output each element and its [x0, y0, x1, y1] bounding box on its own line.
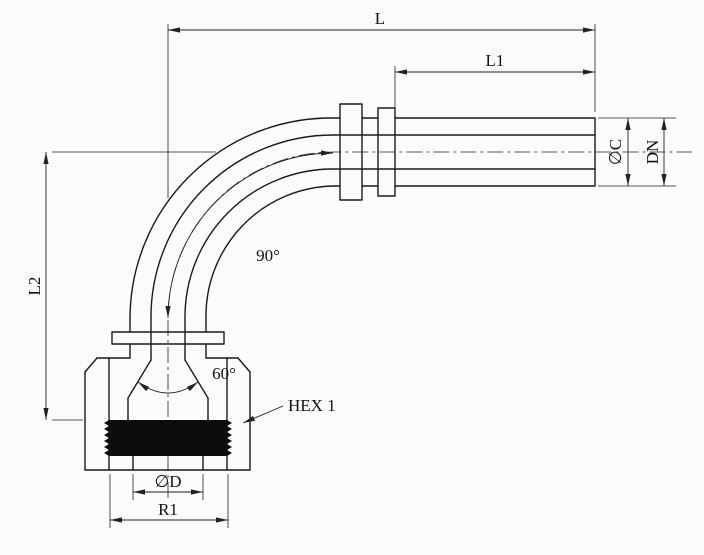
fitting-outline	[84, 103, 596, 471]
label-L2: L2	[25, 277, 44, 296]
leg-outer-lines-lower	[129, 343, 207, 359]
dimension-labels: L L1 ∅C DN L2 90° 60° HEX 1 ∅D R1	[25, 9, 662, 519]
label-L1: L1	[486, 51, 505, 70]
cone-seat-lines	[127, 359, 209, 399]
label-L: L	[375, 9, 385, 28]
collar-edges	[339, 117, 396, 187]
dim-90deg-arc	[165, 150, 334, 319]
label-R1: R1	[158, 500, 178, 519]
hex1-leader-line	[242, 405, 284, 424]
hose-tail-top-profile	[332, 103, 596, 119]
tube-bore-lines	[332, 134, 596, 170]
nut-top-chamfers	[84, 357, 251, 373]
label-hex1: HEX 1	[288, 396, 336, 415]
leg-outer-lines	[129, 317, 207, 333]
thread-section	[104, 420, 232, 456]
label-diaC: ∅C	[606, 139, 625, 165]
label-DN: DN	[643, 140, 662, 165]
label-diaD: ∅D	[154, 472, 181, 491]
hose-tail-bottom-profile	[332, 185, 596, 201]
label-90deg: 90°	[256, 246, 280, 265]
cone-to-thread-lines	[127, 397, 209, 421]
bore-below-thread	[132, 455, 204, 471]
dim-60deg-arc	[137, 381, 199, 394]
dimension-lines	[43, 27, 667, 523]
leg-bore-lines	[150, 317, 186, 361]
leg-ring-collar	[111, 331, 225, 345]
label-60deg: 60°	[212, 364, 236, 383]
